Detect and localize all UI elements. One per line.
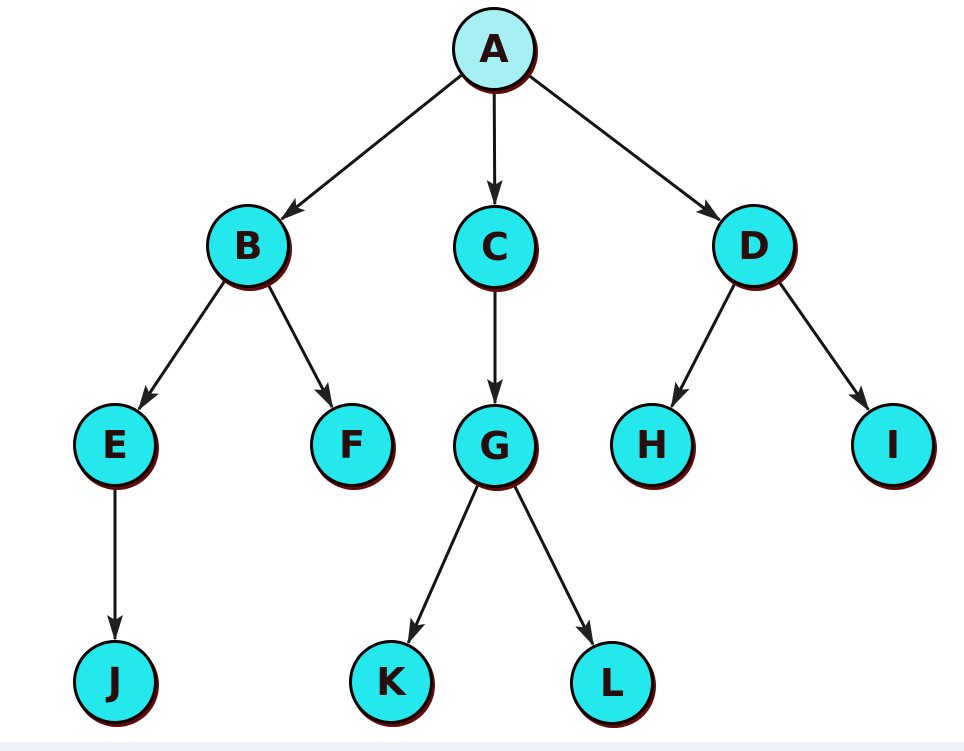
tree-node-L: L bbox=[570, 641, 654, 725]
edge-B-E bbox=[137, 280, 226, 411]
edges-group bbox=[107, 73, 870, 647]
tree-node-D: D bbox=[712, 204, 796, 288]
edge-A-C bbox=[486, 90, 503, 206]
tree-node-A: A bbox=[452, 7, 536, 91]
tree-node-H: H bbox=[610, 403, 694, 487]
node-label: J bbox=[107, 660, 123, 704]
edge-G-L bbox=[512, 483, 595, 647]
node-label: F bbox=[339, 423, 365, 467]
tree-node-E: E bbox=[73, 403, 157, 487]
edge-B-F bbox=[266, 282, 334, 409]
node-label: D bbox=[738, 224, 770, 268]
tree-node-G: G bbox=[453, 404, 537, 488]
edge-A-B bbox=[280, 74, 463, 221]
tree-node-I: I bbox=[851, 403, 935, 487]
tree-node-J: J bbox=[73, 640, 157, 724]
node-label: C bbox=[481, 225, 509, 269]
edge-G-K bbox=[406, 483, 480, 645]
node-label: H bbox=[636, 423, 668, 467]
edge-D-I bbox=[776, 279, 870, 412]
edge-D-H bbox=[670, 282, 737, 409]
tree-node-B: B bbox=[206, 204, 290, 288]
tree-node-F: F bbox=[310, 403, 394, 487]
node-label: L bbox=[599, 661, 625, 705]
tree-node-K: K bbox=[349, 640, 433, 724]
edge-A-D bbox=[526, 73, 722, 222]
node-label: E bbox=[102, 423, 128, 467]
node-label: I bbox=[885, 423, 901, 467]
node-label: K bbox=[376, 660, 406, 704]
tree-node-C: C bbox=[453, 205, 537, 289]
node-label: A bbox=[479, 27, 509, 71]
node-label: B bbox=[233, 224, 263, 268]
bottom-bar bbox=[0, 742, 964, 751]
node-label: G bbox=[479, 424, 511, 468]
